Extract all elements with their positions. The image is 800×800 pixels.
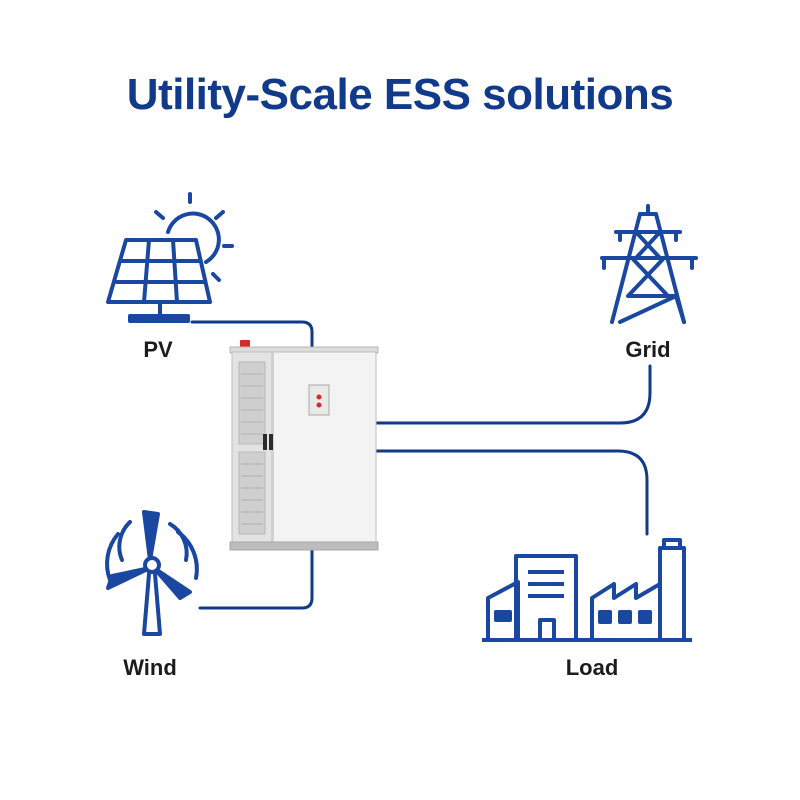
solar-panel-icon <box>106 192 234 323</box>
grid-connection-line <box>374 364 652 425</box>
transmission-tower-icon <box>600 204 698 324</box>
load-connection-line <box>374 449 649 536</box>
pv-connection-line <box>190 320 314 352</box>
buildings-factory-icon <box>482 538 692 642</box>
energy-storage-cabinet-icon <box>229 340 379 551</box>
grid-label: Grid <box>625 337 670 362</box>
load-label: Load <box>566 655 619 680</box>
sun-icon <box>166 211 221 264</box>
pv-label: PV <box>143 337 173 362</box>
wind-turbine-icon <box>105 510 199 636</box>
wind-label: Wind <box>123 655 177 680</box>
connection-lines <box>190 320 652 610</box>
page-title: Utility-Scale ESS solutions <box>126 70 674 119</box>
wind-connection-line <box>198 546 314 610</box>
